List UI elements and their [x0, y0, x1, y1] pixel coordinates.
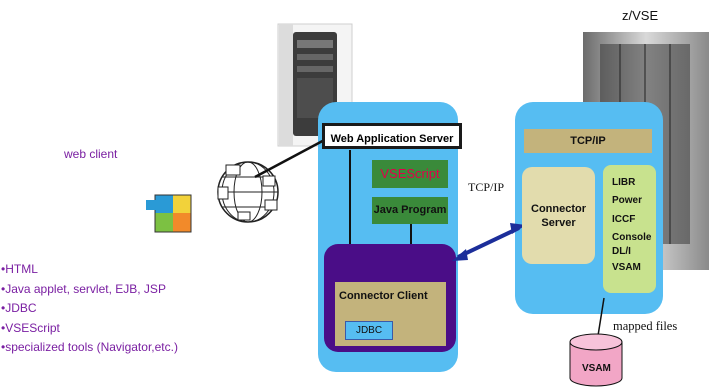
service-item: VSAM [612, 262, 641, 274]
connector-server-box: Connector Server [522, 167, 595, 264]
service-item: Power [612, 195, 643, 207]
feature-item: •specialized tools (Navigator,etc.) [1, 340, 178, 354]
connector-client-label: Connector Client [339, 290, 428, 302]
link-tcpip-label: TCP/IP [468, 180, 505, 194]
jdbc-box: JDBC [345, 321, 393, 340]
service-item: ICCF [612, 213, 636, 225]
connector-server-label: Connector Server [531, 202, 586, 229]
vsam-store-label: VSAM [582, 363, 611, 374]
service-item: DL/I [612, 246, 631, 258]
feature-item: •Java applet, servlet, EJB, JSP [1, 281, 166, 296]
vse-services-box: LIBR Power ICCF Console DL/I VSAM [603, 165, 656, 293]
mapped-files-label: mapped files [613, 319, 678, 333]
web-app-server-box: Web Application Server [322, 123, 462, 149]
feature-item: •HTML [1, 262, 38, 276]
service-item: Console [612, 232, 652, 244]
link-globe-webserver [254, 135, 331, 179]
server-tower-image [277, 23, 353, 147]
puzzle-icon [146, 194, 192, 233]
vsescript-box: VSEScript [372, 160, 448, 188]
java-program-box: Java Program [372, 197, 448, 224]
web-client-feature-list: •HTML •Java applet, servlet, EJB, JSP •J… [1, 260, 178, 358]
globe-network-icon [217, 161, 279, 223]
feature-item: •VSEScript [1, 320, 60, 335]
vse-tcpip-box: TCP/IP [524, 129, 652, 153]
tcpip-double-arrow [452, 223, 526, 261]
web-client-label: web client [64, 147, 118, 161]
service-item: LIBR [612, 177, 636, 188]
vsam-cylinder [569, 333, 623, 387]
feature-item: •JDBC [1, 301, 37, 315]
system-title: z/VSE [622, 8, 659, 23]
